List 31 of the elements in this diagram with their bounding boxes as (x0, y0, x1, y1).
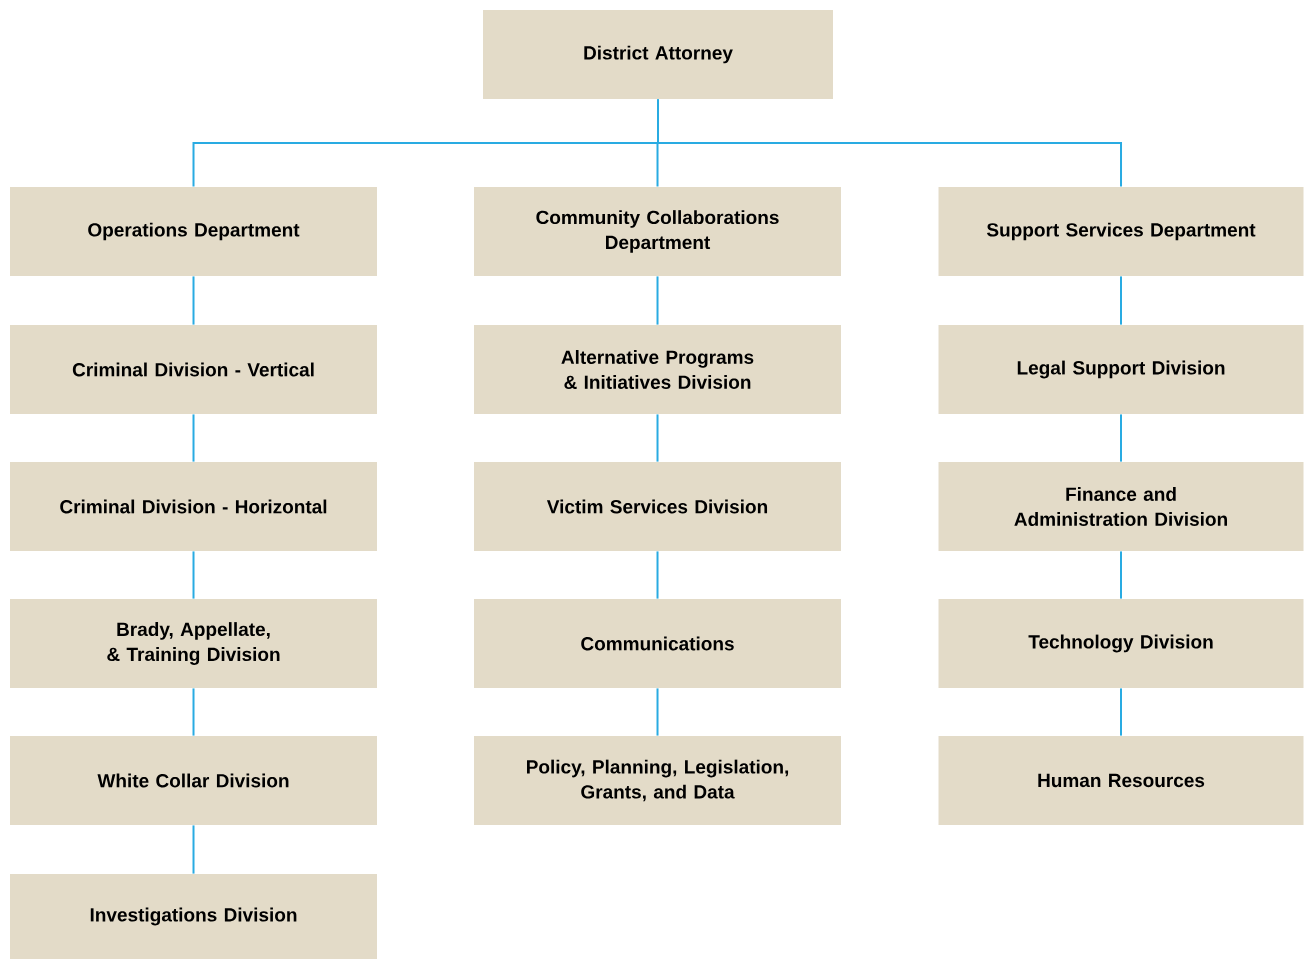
connector-line (656, 413, 659, 463)
org-box: Human Resources (938, 736, 1304, 825)
connector-line (1120, 687, 1122, 737)
connector-line (192, 687, 195, 737)
org-box: White Collar Division (10, 736, 377, 825)
org-box: Finance and Administration Division (938, 462, 1304, 551)
connector-line (1120, 550, 1122, 600)
connector-line (1120, 275, 1122, 326)
connector-line (192, 413, 195, 463)
connector-line (656, 687, 659, 737)
org-box: Criminal Division - Vertical (10, 325, 377, 414)
org-box: District Attorney (483, 10, 833, 99)
org-box: Community Collaborations Department (474, 187, 841, 276)
connector-line (656, 550, 659, 600)
org-box: Policy, Planning, Legislation, Grants, and Data (474, 736, 841, 825)
org-box: Technology Division (938, 599, 1304, 688)
org-box: Brady, Appellate, & Training Division (10, 599, 377, 688)
org-box: Communications (474, 599, 841, 688)
connector-line (192, 824, 195, 875)
org-box: Victim Services Division (474, 462, 841, 551)
connector-line (1120, 413, 1122, 463)
org-box: Criminal Division - Horizontal (10, 462, 377, 551)
org-box: Operations Department (10, 187, 377, 276)
org-box: Alternative Programs & Initiatives Division (474, 325, 841, 414)
connector-line (192, 550, 195, 600)
connector-line (656, 275, 659, 326)
org-box: Support Services Department (938, 187, 1304, 276)
connector-line (657, 98, 1122, 188)
org-box: Legal Support Division (938, 325, 1304, 414)
connector-line (192, 275, 195, 326)
org-box: Investigations Division (10, 874, 377, 959)
